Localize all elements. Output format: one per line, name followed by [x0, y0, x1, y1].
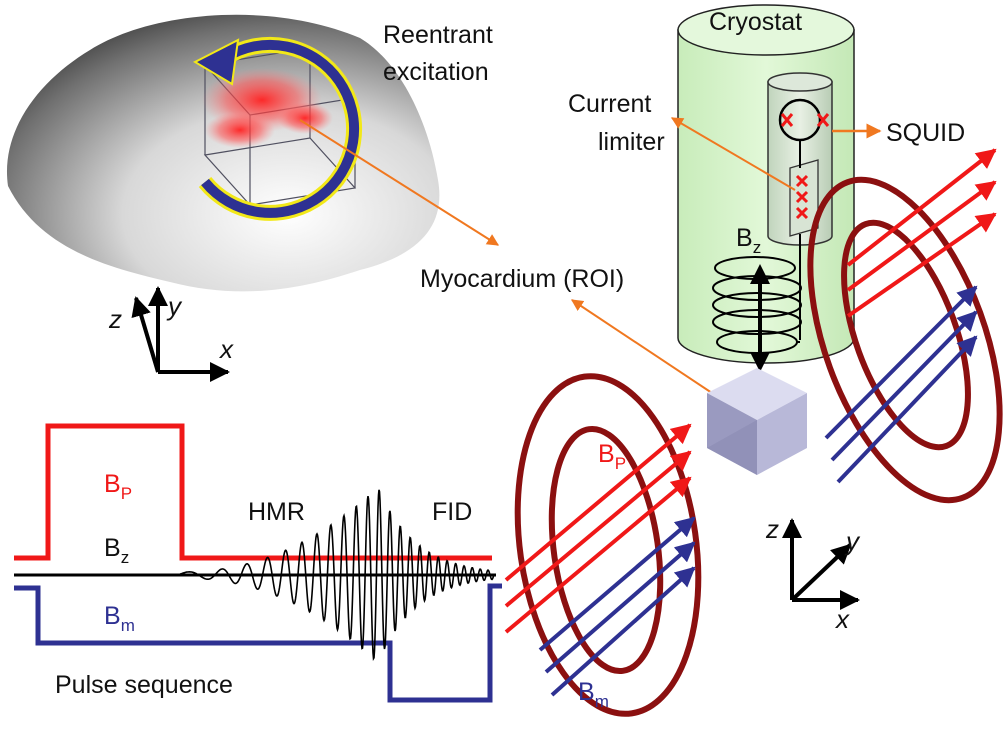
- current-limiter-label-line1: Current: [568, 90, 651, 118]
- limiter-leader: [670, 117, 796, 191]
- axis-right-x-label: x: [834, 604, 850, 634]
- current-limiter-label-line2: limiter: [598, 128, 665, 156]
- axis-right-z-label: z: [765, 514, 779, 544]
- fid-label: FID: [432, 498, 472, 526]
- heart-shape: [6, 14, 440, 292]
- coil-bm-label: Bm: [578, 678, 609, 711]
- axis-x-label: x: [218, 334, 234, 364]
- cryostat-label: Cryostat: [709, 8, 802, 36]
- squid-label: SQUID: [886, 119, 965, 147]
- reentrant-label-line2: excitation: [383, 58, 489, 86]
- axes-top-left: [131, 286, 230, 382]
- current-limiter: [789, 140, 819, 340]
- hmr-label: HMR: [248, 498, 305, 526]
- axes-bottom-right: [782, 518, 860, 610]
- right-coil: [807, 176, 1003, 504]
- excitation-region-lower: [205, 112, 275, 148]
- bp-pulse-trace: [14, 423, 492, 561]
- bz-pulse-label: Bz: [104, 534, 129, 567]
- axis-right-y-label: y: [844, 526, 861, 556]
- myocardium-label: Myocardium (ROI): [420, 265, 624, 293]
- bz-arrow-down: [750, 352, 770, 372]
- pulse-sequence-label: Pulse sequence: [55, 671, 233, 699]
- right-bm-arrows: [824, 285, 978, 484]
- bm-pulse-label: Bm: [104, 602, 135, 635]
- bz-cryostat-label: Bz: [736, 224, 761, 257]
- bp-pulse-label: BP: [104, 470, 132, 503]
- left-bm-arrows: [538, 516, 696, 697]
- heart-roi-leader: [299, 119, 500, 246]
- bz-arrow-up: [750, 264, 770, 284]
- left-bp-arrows: [504, 423, 692, 634]
- sample-roi-leader: [571, 299, 713, 394]
- sample-cube-icon: [707, 368, 807, 475]
- right-bp-arrows: [846, 148, 997, 318]
- coil-bp-label: BP: [598, 440, 626, 473]
- reentrant-label-line1: Reentrant: [383, 21, 493, 49]
- excitation-region-right: [277, 102, 333, 134]
- axis-y-label: y: [166, 291, 183, 321]
- axis-z-label: z: [108, 304, 122, 334]
- bm-pulse-trace: [14, 583, 502, 703]
- heart-model: [6, 14, 440, 292]
- hmr-fid-signal: [177, 489, 495, 661]
- circular-arrow-icon: [192, 36, 363, 221]
